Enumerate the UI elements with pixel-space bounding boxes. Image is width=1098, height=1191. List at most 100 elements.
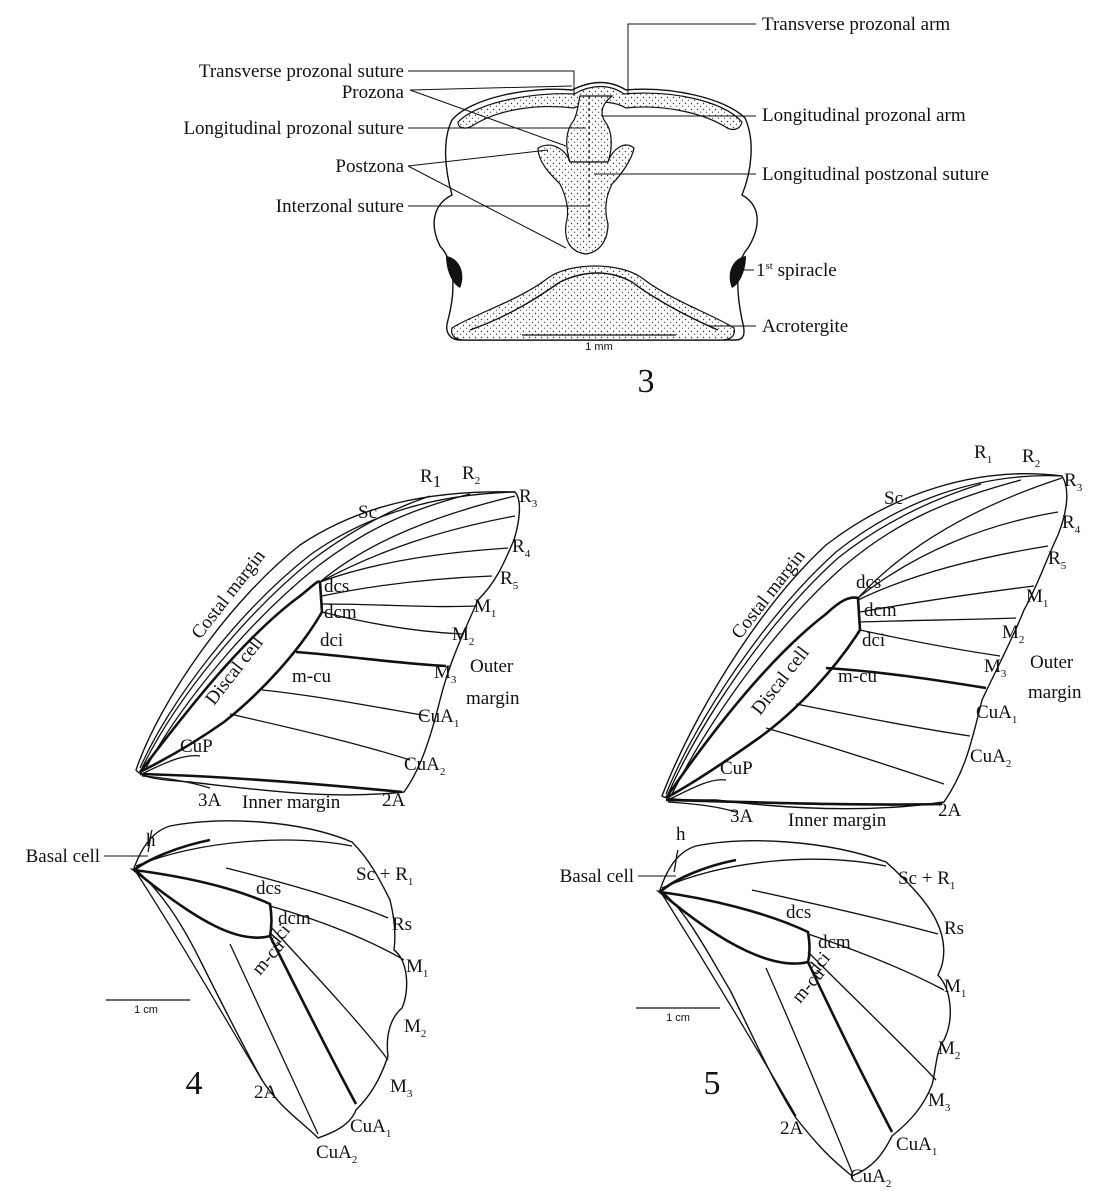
hindwing-m3-vein (808, 962, 892, 1132)
leader-postzona-b (408, 166, 566, 248)
forewing-cua1-vein (262, 690, 428, 716)
forewing-cua2-vein (766, 728, 944, 784)
fw4-label-outer-margin-1: Outer (470, 656, 514, 677)
fw4-label-2a: 2A (382, 790, 406, 811)
label-longitudinal-prozonal-suture: Longitudinal prozonal suture (183, 118, 404, 139)
hw4-label-cua1: CuA1 (350, 1116, 391, 1140)
figure-number-3: 3 (638, 363, 655, 400)
figure-3-pronotum: Transverse prozonal arm Transverse prozo… (183, 14, 988, 400)
scale-label-fig3: 1 mm (585, 341, 613, 353)
fw5-label-sc: Sc (884, 488, 903, 509)
label-prozona: Prozona (342, 82, 405, 103)
hindwing-discal-cell (134, 870, 272, 938)
hindwing-m2-vein (270, 926, 388, 1060)
hindwing-2a-vein (136, 872, 262, 1080)
forewing-cua2-vein (230, 714, 410, 760)
figure-number-5: 5 (704, 1065, 721, 1102)
fw5-label-m3: M3 (984, 656, 1007, 680)
fw5-label-costal-margin: Costal margin (727, 546, 810, 643)
fw4-label-dcm: dcm (324, 602, 357, 623)
fw5-label-m1: M1 (1026, 586, 1048, 610)
label-longitudinal-prozonal-arm: Longitudinal prozonal arm (762, 105, 966, 126)
hw4-label-2a: 2A (254, 1082, 278, 1103)
fw4-label-r3: R3 (519, 486, 538, 510)
spiracle-left (446, 256, 462, 288)
label-longitudinal-postzonal-suture: Longitudinal postzonal suture (762, 164, 989, 185)
hw5-label-h: h (676, 824, 686, 845)
hw5-label-cua1: CuA1 (896, 1134, 937, 1158)
fw4-label-m1: M1 (474, 596, 496, 620)
fw4-label-costal-margin: Costal margin (187, 546, 270, 643)
fw5-label-outer-margin-2: margin (1028, 682, 1082, 703)
fw5-label-cup: CuP (720, 758, 753, 779)
fw5-label-dcm: dcm (864, 600, 897, 621)
hw4-label-dcs: dcs (256, 878, 281, 899)
forewing-m3-vein (296, 652, 446, 666)
fw4-label-3a: 3A (198, 790, 222, 811)
fw4-label-cup: CuP (180, 736, 213, 757)
fw5-label-3a: 3A (730, 806, 754, 827)
hw4-label-m3: M3 (390, 1076, 413, 1100)
forewing-2a-vein (140, 774, 402, 792)
forewing-r1-vein (672, 480, 1021, 794)
leader-transverse-prozonal-arm (628, 24, 756, 95)
fw5-label-mcu: m-cu (838, 666, 878, 687)
hw4-label-sc-r1: Sc + R1 (356, 864, 413, 888)
fw5-label-2a: 2A (938, 800, 962, 821)
hw5-label-cua2: CuA2 (850, 1166, 891, 1190)
forewing-cua1-vein (796, 704, 970, 736)
hindwing-cua1-vein (230, 944, 318, 1134)
hindwing-2a-vein (662, 894, 796, 1116)
fw4-label-discal-cell: Discal cell (201, 633, 267, 710)
hw5-label-dcm: dcm (818, 932, 851, 953)
hw4-label-basal-cell: Basal cell (26, 846, 100, 867)
fw4-label-m2: M2 (452, 624, 474, 648)
hw5-label-rs: Rs (944, 918, 964, 939)
scale-label-fig5: 1 cm (666, 1012, 690, 1024)
fw5-label-outer-margin-1: Outer (1030, 652, 1074, 673)
hw5-label-m3: M3 (928, 1090, 951, 1114)
fw5-label-r4: R4 (1062, 512, 1081, 536)
hw5-label-basal-cell: Basal cell (560, 866, 634, 887)
fw4-label-dci: dci (320, 630, 343, 651)
fw4-label-inner-margin: Inner margin (242, 792, 341, 813)
hindwing-sc-r1-vein (662, 859, 886, 888)
hw4-label-m2: M2 (404, 1016, 426, 1040)
figure-5-wings: Sc R1 R2 R3 R4 R5 M1 M2 M3 CuA1 CuA2 2A … (560, 442, 1083, 1190)
scale-label-fig4: 1 cm (134, 1004, 158, 1016)
fw4-label-cua2: CuA2 (404, 754, 445, 778)
fw5-label-dci: dci (862, 630, 885, 651)
hw5-label-2a: 2A (780, 1118, 804, 1139)
fw5-label-r5: R5 (1048, 548, 1067, 572)
postzona (538, 145, 634, 254)
fw4-label-r1: R1 (420, 466, 441, 491)
hw5-label-m2: M2 (938, 1038, 960, 1062)
hw4-label-m1: M1 (406, 956, 428, 980)
figure-4-wings: Sc R1 R2 R3 R4 R5 M1 M2 M3 CuA1 CuA2 2A … (26, 463, 538, 1166)
hw4-label-cua2: CuA2 (316, 1142, 357, 1166)
forewing-sc-vein (668, 484, 981, 794)
forewing-r2-vein (320, 496, 515, 582)
fw4-label-m3: M3 (434, 662, 457, 686)
fw4-label-r2: R2 (462, 463, 480, 487)
hw4-label-rs: Rs (392, 914, 412, 935)
fw4-label-dcs: dcs (324, 576, 349, 597)
fw5-label-inner-margin: Inner margin (788, 810, 887, 831)
hw4-label-h: h (146, 830, 156, 851)
fw4-label-cua1: CuA1 (418, 706, 459, 730)
fw5-label-r1: R1 (974, 442, 992, 466)
forewing-r4-vein (858, 546, 1048, 600)
fw4-label-mcu: m-cu (292, 666, 332, 687)
fw5-label-m2: M2 (1002, 622, 1024, 646)
label-interzonal-suture: Interzonal suture (276, 196, 404, 217)
leader-transverse-prozonal-suture (408, 71, 574, 96)
hw5-label-sc-r1: Sc + R1 (898, 868, 955, 892)
fw5-label-r3: R3 (1064, 470, 1083, 494)
hindwing-rs-vein (752, 890, 938, 934)
label-transverse-prozonal-suture: Transverse prozonal suture (199, 61, 404, 82)
fw5-label-cua2: CuA2 (970, 746, 1011, 770)
fw4-label-outer-margin-2: margin (466, 688, 520, 709)
label-spiracle: 1st spiracle (756, 260, 837, 281)
fw4-label-sc: Sc (358, 502, 377, 523)
acrotergite (452, 266, 735, 340)
